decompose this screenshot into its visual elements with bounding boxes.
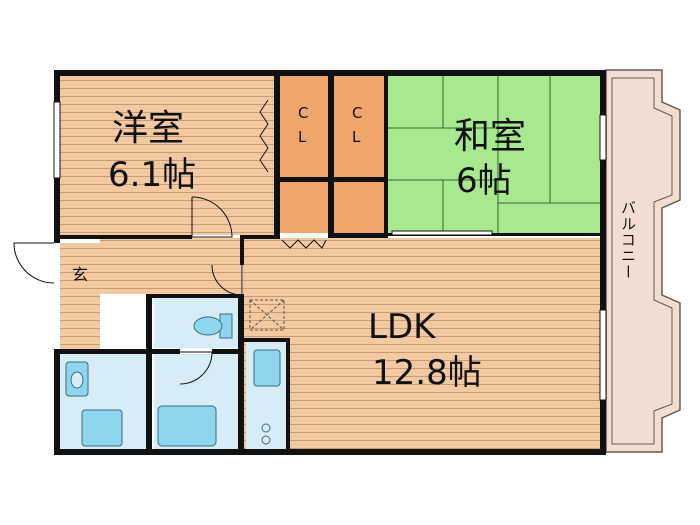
japanese-room-name: 和室 [454,116,526,157]
japanese-room-floor [388,76,602,233]
ldk-size: 12.8帖 [372,353,482,393]
closet2-l: L [352,128,361,146]
japanese-room-size: 6帖 [456,161,512,201]
balcony [605,69,681,453]
entrance-floor [60,243,100,349]
fixtures [65,299,285,447]
closet1-l: L [298,128,307,146]
closet2-c: C [352,104,362,122]
closet1-c: C [298,104,308,122]
entrance-label: 玄 [72,265,88,284]
ldk-name: LDK [368,307,437,347]
closets [280,76,384,233]
doors [13,99,327,385]
ldk-floor [243,238,602,449]
hallway-floor [100,238,242,294]
walls [54,70,606,455]
balcony-label: バルコニー [619,200,637,280]
western-room-size: 6.1帖 [108,155,196,195]
western-room-floor [60,76,276,235]
western-room-name: 洋室 [112,108,184,149]
windows [53,101,607,401]
